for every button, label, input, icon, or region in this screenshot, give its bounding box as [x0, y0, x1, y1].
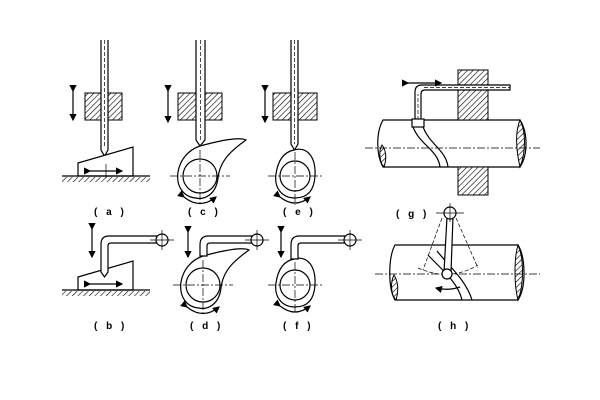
panel-d-plate-cam-lever: ( d ) [173, 226, 269, 332]
panel-label-g: ( g ) [396, 209, 429, 220]
cylinder-shaft [377, 119, 527, 168]
roller [411, 118, 425, 128]
panel-label-b: ( b ) [94, 321, 127, 332]
panel-f-eccentric-cam-lever: ( f ) [268, 226, 362, 332]
panel-label-c: ( c ) [188, 207, 221, 218]
roller [441, 268, 453, 280]
plate-cam [180, 248, 251, 310]
rotation-arrow-icon [177, 190, 217, 205]
panel-g-cylindrical-cam: ( g ) [365, 69, 540, 220]
panel-label-a: ( a ) [94, 207, 127, 218]
rotation-arrow-icon [273, 299, 311, 313]
rotation-arrow-icon [273, 190, 311, 204]
rotation-arrow-icon [434, 285, 461, 293]
panel-h-cylindrical-cam-lever: ( h ) [375, 203, 540, 332]
follower-lever [290, 235, 347, 260]
panel-a-wedge-cam: ( a ) [62, 40, 150, 218]
follower-arm [414, 84, 511, 123]
rotation-arrow-icon [180, 300, 220, 315]
panel-label-f: ( f ) [283, 321, 314, 332]
panel-label-h: ( h ) [438, 321, 471, 332]
panel-c-plate-cam: ( c ) [164, 40, 248, 218]
follower-lever [443, 216, 454, 273]
panel-label-e: ( e ) [283, 207, 316, 218]
panel-label-d: ( d ) [190, 321, 223, 332]
cylinder-shaft [389, 244, 525, 301]
panel-e-eccentric-cam: ( e ) [261, 40, 322, 218]
plate-cam [177, 138, 248, 200]
panel-b-wedge-cam-lever: ( b ) [62, 223, 174, 332]
